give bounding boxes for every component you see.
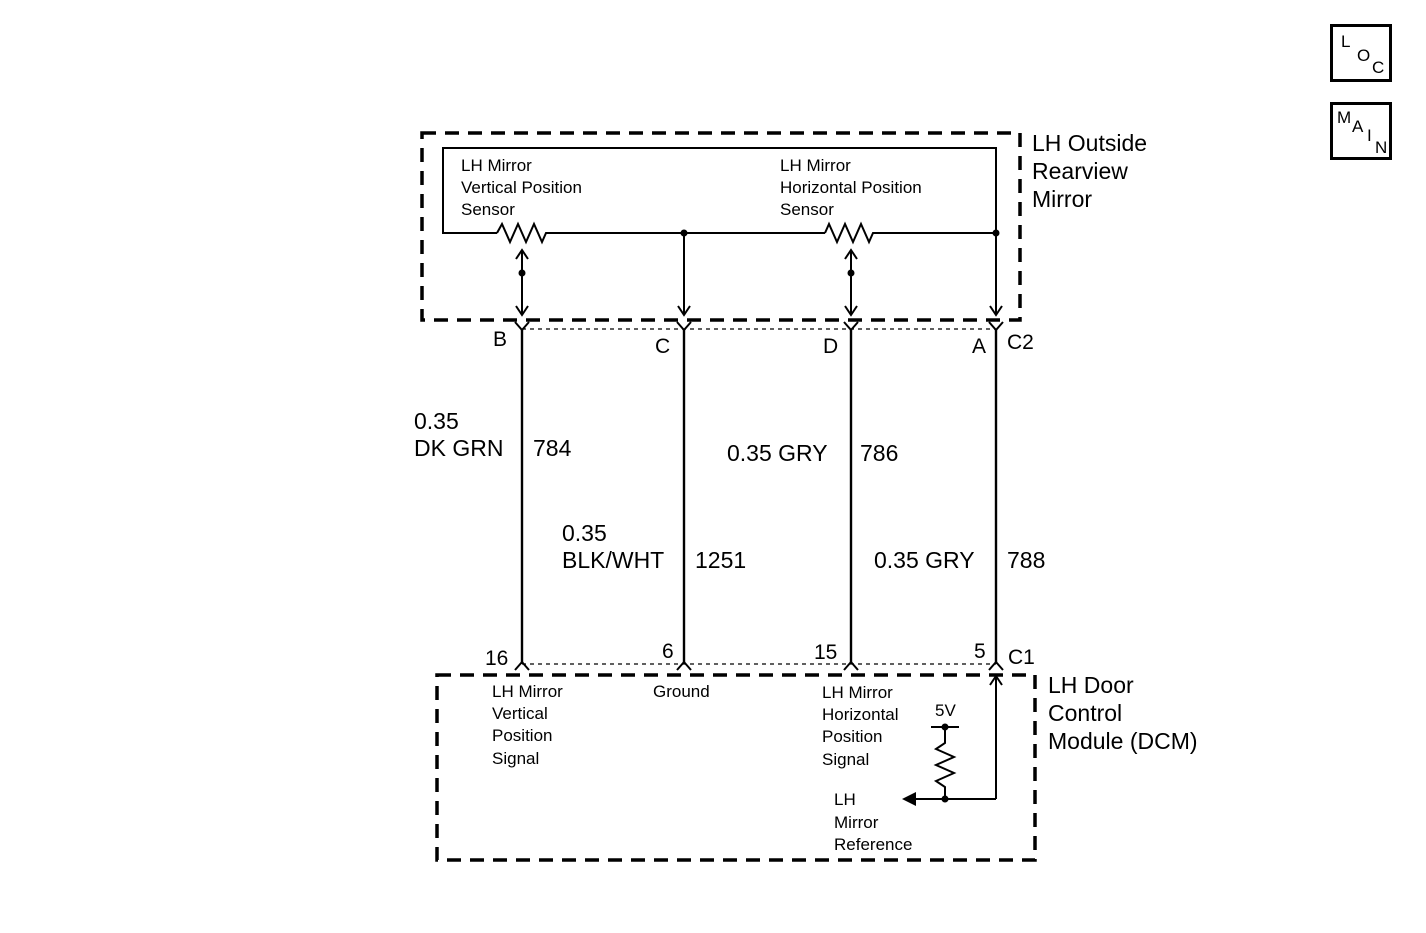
mirror-component-box bbox=[420, 131, 1022, 322]
main-letter-m: M bbox=[1337, 108, 1352, 127]
wire-1251-label: 0.35 BLK/WHT 1251 bbox=[562, 520, 746, 573]
svg-text:Vertical Position: Vertical Position bbox=[461, 178, 582, 197]
svg-text:LH Mirror: LH Mirror bbox=[780, 156, 851, 175]
c1-pin-16: 16 bbox=[485, 647, 508, 670]
svg-text:LH Mirror: LH Mirror bbox=[822, 683, 893, 702]
reference-label: LH Mirror Reference bbox=[834, 790, 912, 854]
svg-text:DK GRN: DK GRN bbox=[414, 435, 503, 461]
svg-text:784: 784 bbox=[533, 435, 572, 461]
svg-text:Control: Control bbox=[1048, 700, 1122, 726]
svg-text:LH Door: LH Door bbox=[1048, 672, 1134, 698]
svg-text:0.35 GRY: 0.35 GRY bbox=[727, 440, 828, 466]
reference-circuit bbox=[902, 674, 1003, 806]
c1-pin-15: 15 bbox=[814, 641, 837, 664]
svg-text:Rearview: Rearview bbox=[1032, 158, 1128, 184]
svg-text:LH Mirror: LH Mirror bbox=[461, 156, 532, 175]
wire-788-label: 0.35 GRY 788 bbox=[874, 547, 1045, 573]
svg-text:Vertical: Vertical bbox=[492, 704, 548, 723]
svg-text:0.35: 0.35 bbox=[414, 408, 459, 434]
svg-text:Module (DCM): Module (DCM) bbox=[1048, 728, 1198, 754]
svg-text:BLK/WHT: BLK/WHT bbox=[562, 547, 664, 573]
c2-pin-b: B bbox=[493, 328, 507, 351]
wire-786-label: 0.35 GRY 786 bbox=[727, 440, 898, 466]
main-button[interactable]: M A I N bbox=[1330, 102, 1392, 160]
mirror-internal-circuit bbox=[442, 147, 1003, 317]
loc-button[interactable]: L O C bbox=[1330, 24, 1392, 82]
c1-pin-6: 6 bbox=[662, 640, 674, 663]
svg-text:0.35: 0.35 bbox=[562, 520, 607, 546]
svg-text:Sensor: Sensor bbox=[780, 200, 834, 219]
svg-text:Signal: Signal bbox=[492, 749, 539, 768]
svg-text:Horizontal: Horizontal bbox=[822, 705, 899, 724]
dcm-title: LH Door Control Module (DCM) bbox=[1048, 672, 1198, 754]
c1-pin-5: 5 bbox=[974, 640, 986, 663]
svg-text:Mirror: Mirror bbox=[834, 813, 879, 832]
loc-letter-o: O bbox=[1357, 46, 1371, 65]
c2-pin-c: C bbox=[655, 335, 670, 358]
svg-text:Horizontal Position: Horizontal Position bbox=[780, 178, 922, 197]
svg-text:LH Mirror: LH Mirror bbox=[492, 682, 563, 701]
svg-text:1251: 1251 bbox=[695, 547, 746, 573]
loc-letter-l: L bbox=[1341, 32, 1351, 51]
ground-label: Ground bbox=[653, 682, 710, 701]
svg-text:Mirror: Mirror bbox=[1032, 186, 1092, 212]
svg-text:Position: Position bbox=[822, 727, 882, 746]
loc-letter-c: C bbox=[1372, 58, 1385, 77]
wire-784-label: 0.35 DK GRN 784 bbox=[414, 408, 572, 461]
svg-text:0.35 GRY: 0.35 GRY bbox=[874, 547, 975, 573]
dcm-component-box bbox=[435, 673, 1037, 862]
horizontal-sensor-label: LH Mirror Horizontal Position Sensor bbox=[780, 156, 922, 219]
c1-pin-glyphs bbox=[514, 660, 1004, 671]
horizontal-signal-label: LH Mirror Horizontal Position Signal bbox=[822, 683, 899, 769]
svg-text:788: 788 bbox=[1007, 547, 1045, 573]
main-letter-i: I bbox=[1367, 126, 1372, 145]
supply-5v-label: 5V bbox=[935, 701, 956, 720]
main-letter-a: A bbox=[1352, 117, 1364, 136]
svg-text:LH: LH bbox=[834, 790, 856, 809]
main-letter-n: N bbox=[1375, 138, 1388, 157]
vertical-signal-label: LH Mirror Vertical Position Signal bbox=[492, 682, 563, 768]
c2-connector-label: C2 bbox=[1007, 331, 1034, 354]
c2-pin-d: D bbox=[823, 335, 838, 358]
svg-text:786: 786 bbox=[860, 440, 898, 466]
mirror-title: LH Outside Rearview Mirror bbox=[1032, 130, 1147, 212]
vertical-sensor-label: LH Mirror Vertical Position Sensor bbox=[461, 156, 582, 219]
svg-text:Position: Position bbox=[492, 726, 552, 745]
c2-pin-a: A bbox=[972, 335, 986, 358]
svg-text:Sensor: Sensor bbox=[461, 200, 515, 219]
svg-text:LH Outside: LH Outside bbox=[1032, 130, 1147, 156]
svg-text:Signal: Signal bbox=[822, 750, 869, 769]
c1-connector-label: C1 bbox=[1008, 646, 1035, 669]
svg-text:Reference: Reference bbox=[834, 835, 912, 854]
